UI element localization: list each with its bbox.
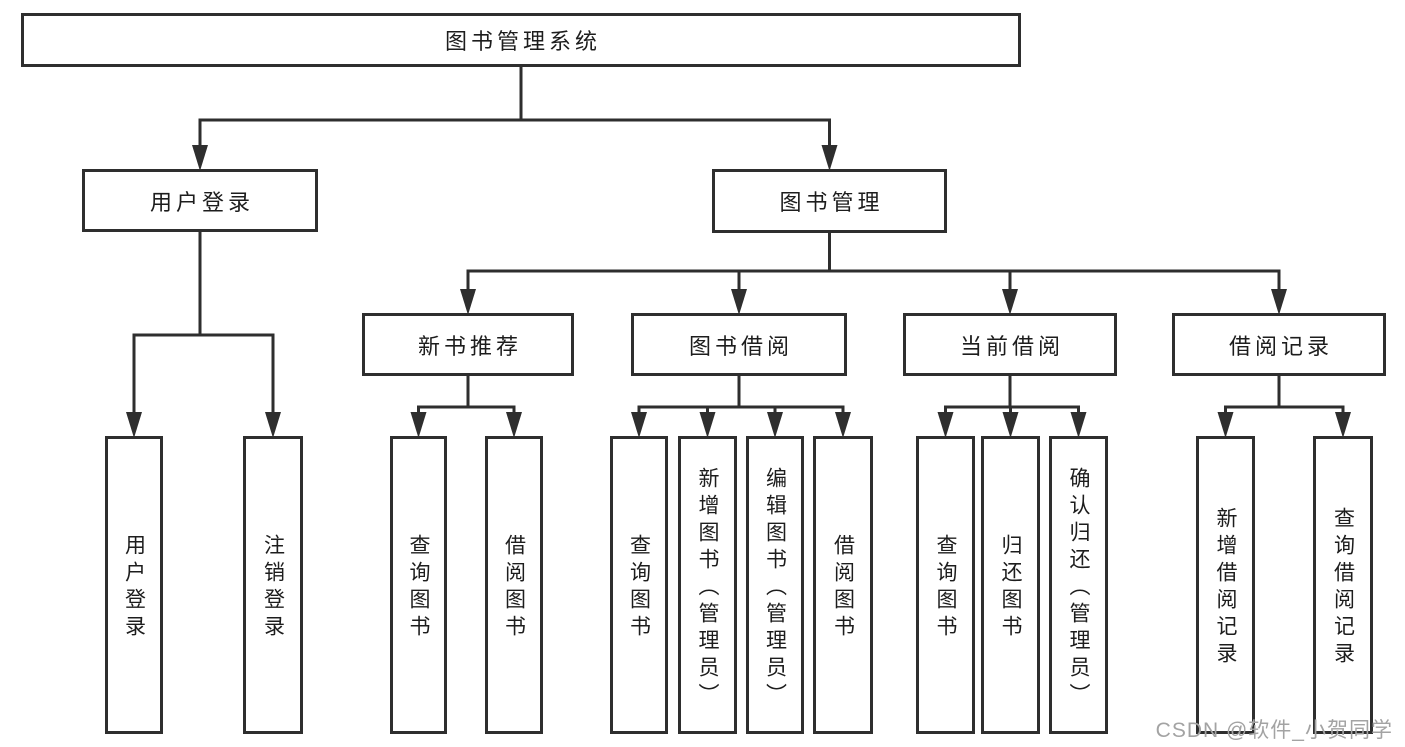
- arrowhead: [1002, 412, 1019, 438]
- node-new-book-rec: 新书推荐: [362, 313, 574, 376]
- arrowhead: [460, 289, 476, 315]
- node-query-books-2: 查询图书: [610, 436, 668, 734]
- arrowhead: [731, 289, 747, 315]
- node-label: 借阅图书: [831, 534, 855, 642]
- node-label: 查询图书: [407, 534, 430, 642]
- node-label: 图书管理系统: [444, 29, 601, 54]
- arrowhead: [835, 412, 851, 438]
- arrowhead: [1070, 412, 1087, 438]
- node-query-books-1: 查询图书: [390, 436, 447, 734]
- node-book-borrow: 图书借阅: [631, 313, 847, 376]
- node-borrow-books-1: 借阅图书: [485, 436, 543, 734]
- node-user-login: 用户登录: [82, 169, 318, 232]
- node-label: 确认归还（管理员）: [1067, 466, 1090, 710]
- watermark: CSDN @软件_小贺同学: [1155, 719, 1393, 742]
- edge-book-mgmt: [466, 231, 1281, 295]
- arrowhead: [1335, 412, 1351, 438]
- arrowhead: [767, 412, 783, 438]
- node-label: 当前借阅: [959, 333, 1064, 359]
- arrowhead: [506, 412, 522, 438]
- node-add-borrow-record: 新增借阅记录: [1196, 436, 1255, 734]
- arrowhead: [410, 412, 427, 438]
- node-logout-leaf: 注销登录: [243, 436, 303, 734]
- node-borrow-record: 借阅记录: [1172, 313, 1386, 376]
- arrowhead: [631, 412, 647, 438]
- node-label: 编辑图书（管理员）: [763, 466, 787, 710]
- node-current-borrow: 当前借阅: [903, 313, 1117, 376]
- node-label: 新增借阅记录: [1214, 507, 1237, 669]
- arrowhead: [821, 145, 838, 171]
- node-return-books: 归还图书: [981, 436, 1040, 734]
- node-root: 图书管理系统: [21, 13, 1021, 67]
- arrowhead: [1217, 412, 1234, 438]
- edge-current-borrow: [944, 374, 1080, 418]
- node-label: 图书借阅: [688, 333, 793, 359]
- arrowhead: [265, 412, 281, 438]
- node-add-books-admin: 新增图书（管理员）: [678, 436, 737, 734]
- node-label: 借阅图书: [502, 534, 526, 642]
- node-user-login-leaf: 用户登录: [105, 436, 163, 734]
- node-label: 查询借阅记录: [1331, 507, 1355, 669]
- node-label: 用户登录: [122, 534, 146, 642]
- edge-borrow-record: [1224, 374, 1345, 418]
- edge-user-login: [132, 230, 275, 418]
- node-label: 借阅记录: [1228, 333, 1333, 359]
- arrowhead: [1271, 289, 1287, 315]
- arrowhead: [126, 412, 142, 438]
- arrowhead: [192, 145, 208, 171]
- arrowhead: [1002, 289, 1018, 315]
- node-confirm-return-admin: 确认归还（管理员）: [1049, 436, 1108, 734]
- node-label: 查询图书: [934, 534, 957, 642]
- node-book-mgmt: 图书管理: [712, 169, 947, 233]
- node-label: 新书推荐: [417, 333, 522, 359]
- arrowhead: [699, 412, 716, 438]
- edge-new-book-rec: [417, 374, 516, 418]
- node-query-books-3: 查询图书: [916, 436, 975, 734]
- node-label: 图书管理: [779, 190, 884, 215]
- arrowhead: [937, 412, 954, 438]
- node-label: 新增图书（管理员）: [696, 466, 719, 710]
- node-edit-books-admin: 编辑图书（管理员）: [746, 436, 804, 734]
- node-label: 用户登录: [149, 189, 254, 215]
- edge-book-borrow: [637, 374, 845, 418]
- edge-root: [198, 65, 831, 151]
- node-query-borrow-record: 查询借阅记录: [1313, 436, 1373, 734]
- node-label: 注销登录: [261, 534, 285, 642]
- node-label: 查询图书: [627, 534, 651, 642]
- node-borrow-books-2: 借阅图书: [813, 436, 873, 734]
- node-label: 归还图书: [999, 534, 1022, 642]
